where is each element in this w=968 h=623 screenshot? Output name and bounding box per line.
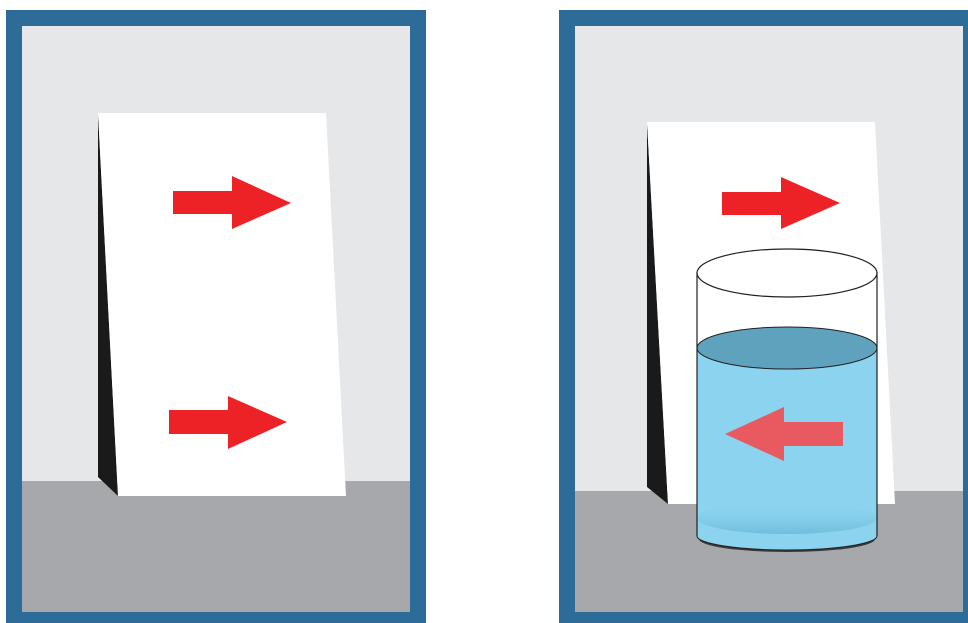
panel-card-behind-glass bbox=[559, 10, 968, 623]
glass-bottom bbox=[697, 502, 877, 534]
water-surface bbox=[697, 327, 877, 369]
glass-rim bbox=[697, 249, 877, 297]
panel-dry-card bbox=[6, 10, 426, 623]
table-surface bbox=[22, 481, 410, 612]
panel-dry-card-scene bbox=[6, 10, 426, 623]
panel-card-behind-glass-scene bbox=[559, 10, 968, 623]
folded-card bbox=[98, 113, 346, 496]
